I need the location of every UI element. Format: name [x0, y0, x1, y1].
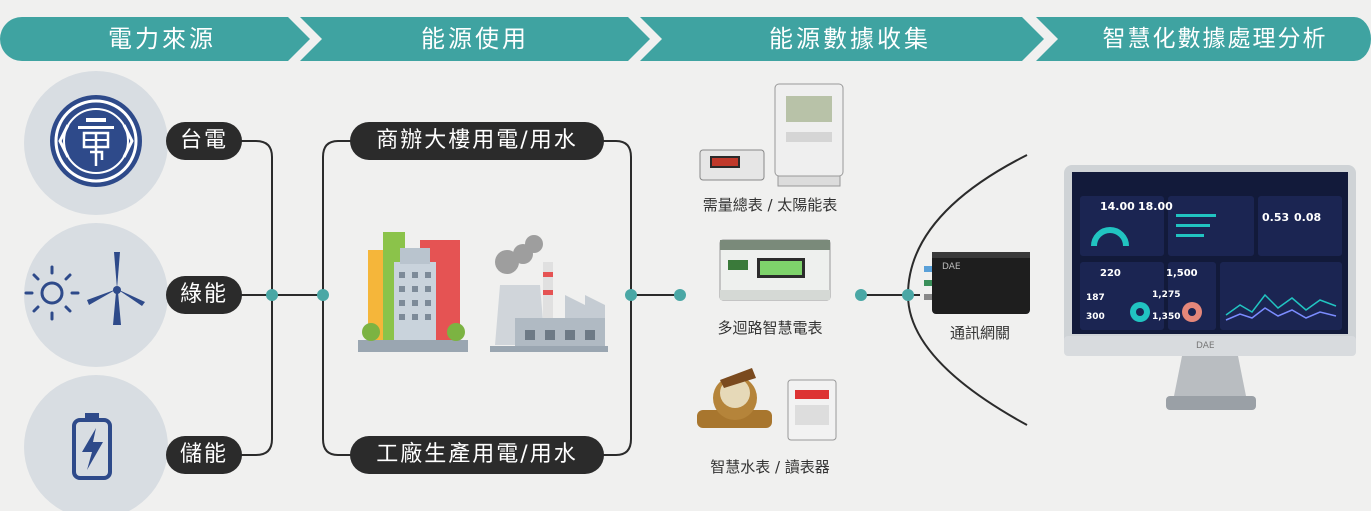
stage-arrow-power-source [0, 17, 310, 61]
stage-banner [0, 17, 1371, 61]
factory-illustration [490, 235, 608, 352]
stage-label-smart-analysis: 智慧化數據處理分析 [1102, 26, 1328, 52]
stage-arrow-energy-use [300, 17, 650, 61]
monitor-brand: DAE [1196, 341, 1215, 351]
stage-label-energy-use: 能源使用 [421, 25, 529, 53]
stage-label-data-collection: 能源數據收集 [769, 25, 931, 53]
taipower-logo-icon [50, 95, 142, 187]
office-building-illustration [358, 232, 468, 352]
sun-icon [24, 265, 80, 321]
source-pill-taipower: 台電 [166, 122, 242, 160]
dash-kpi-e: 220 [1100, 268, 1121, 279]
source-connectors [241, 140, 354, 456]
stage-label-power-source: 電力來源 [108, 25, 216, 53]
usage-pill-office: 商辦大樓用電/用水 [350, 122, 604, 160]
stage-arrow-smart-analysis [1036, 17, 1371, 61]
stage-arrow-data-collection [640, 17, 1044, 61]
dash-kpi-g: 187 [1086, 293, 1105, 303]
multi-circuit-meter-device [719, 239, 831, 301]
dash-kpi-i: 300 [1086, 312, 1105, 322]
node-left-a [266, 289, 278, 301]
battery-charging-icon [72, 413, 112, 480]
green-energy-circle [24, 223, 168, 367]
caption-gateway: 通訊網關 [949, 324, 1010, 342]
dash-kpi-c: 0.53 [1262, 211, 1290, 224]
source-pill-green: 綠能 [166, 276, 242, 314]
caption-multi-circuit-meter: 多迴路智慧電表 [717, 319, 823, 337]
node-mid-b [674, 289, 686, 301]
monitor-device [1064, 165, 1356, 410]
dash-kpi-b: 18.00 [1138, 200, 1173, 213]
node-mid-a [625, 289, 637, 301]
source-pill-storage: 儲能 [166, 436, 242, 474]
node-left-b [317, 289, 329, 301]
dash-kpi-a: 14.00 [1100, 200, 1135, 213]
caption-water-meter: 智慧水表 / 讀表器 [710, 458, 830, 476]
usage-connectors [600, 140, 680, 456]
demand-meter-device [699, 83, 844, 187]
gateway-brand: DAE [942, 262, 961, 272]
node-right-a [855, 289, 867, 301]
gateway-device [924, 252, 1030, 314]
dash-kpi-f: 1,500 [1166, 268, 1198, 279]
dash-kpi-d: 0.08 [1294, 211, 1322, 224]
node-right-b [902, 289, 914, 301]
caption-demand-meter: 需量總表 / 太陽能表 [702, 196, 838, 214]
dash-kpi-h: 1,275 [1152, 290, 1181, 300]
dash-kpi-j: 1,350 [1152, 312, 1181, 322]
wind-turbine-icon [87, 252, 145, 325]
water-meter-device [697, 368, 837, 441]
usage-pill-factory: 工廠生產用電/用水 [350, 436, 604, 474]
